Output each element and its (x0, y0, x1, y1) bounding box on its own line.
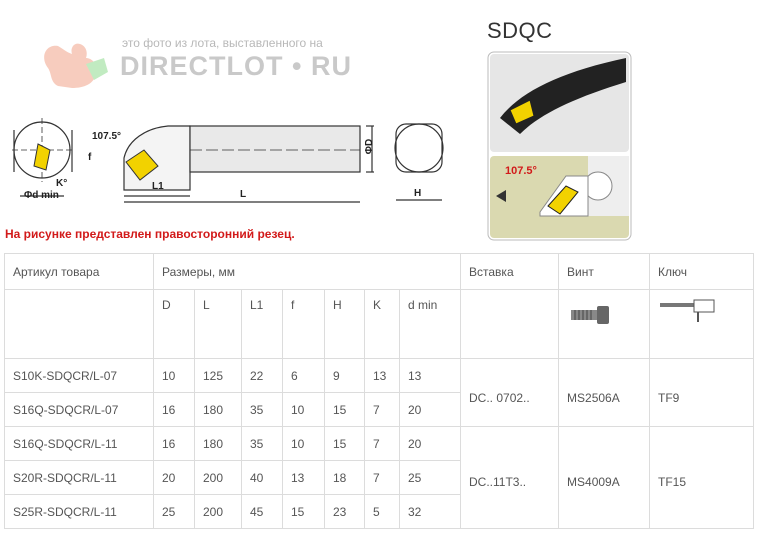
article-link[interactable]: S25R-SDQCR/L-11 (4, 494, 154, 529)
cell-l: 200 (194, 494, 242, 529)
cell-h: 15 (324, 426, 365, 461)
cell-h: 15 (324, 392, 365, 427)
subheader-row: D L L1 f H K d min (4, 289, 755, 359)
insert-link[interactable]: DC..11T3.. (460, 426, 560, 529)
cell-k: 13 (364, 358, 400, 393)
cell-l: 180 (194, 392, 242, 427)
product-photo (487, 51, 632, 241)
subheader-dmin: d min (398, 289, 462, 359)
cell-h: 23 (324, 494, 365, 529)
note-text: На рисунке представлен правосторонний ре… (5, 227, 295, 241)
header-article: Артикул товара (4, 253, 154, 290)
article-link[interactable]: S20R-SDQCR/L-11 (4, 460, 154, 495)
watermark-caption: это фото из лота, выставленного на (122, 36, 323, 50)
cell-l1: 22 (241, 358, 283, 393)
cell-d: 16 (153, 426, 195, 461)
cell-d: 16 (153, 392, 195, 427)
cell-dmin: 13 (398, 358, 462, 393)
screw-link[interactable]: MS4009A (558, 426, 651, 529)
subheader-insert-empty (460, 289, 560, 359)
cell-f: 15 (282, 494, 325, 529)
cell-k: 7 (364, 392, 400, 427)
insert-link[interactable]: DC.. 0702.. (460, 358, 560, 427)
insert-front (33, 143, 51, 171)
cell-l: 180 (194, 426, 242, 461)
header-key: Ключ (649, 253, 755, 290)
article-link[interactable]: S16Q-SDQCR/L-07 (4, 392, 154, 427)
cell-d: 25 (153, 494, 195, 529)
article-link[interactable]: S10K-SDQCR/L-07 (4, 358, 154, 393)
subheader-key-icon-cell (649, 289, 755, 359)
l1-label: L1 (152, 181, 164, 192)
technical-drawing (12, 43, 632, 241)
subheader-d: D (153, 289, 195, 359)
header-row: Артикул товара Размеры, мм Вставка Винт … (4, 253, 755, 290)
photo-title: SDQC (487, 18, 553, 43)
insert-side (125, 149, 159, 181)
k-label: K° (56, 178, 68, 189)
subheader-h: H (324, 289, 365, 359)
screw-link[interactable]: MS2506A (558, 358, 651, 427)
cell-d: 20 (153, 460, 195, 495)
spec-table: Артикул товара Размеры, мм Вставка Винт … (4, 253, 755, 529)
cell-h: 18 (324, 460, 365, 495)
end-view (394, 123, 444, 201)
cell-dmin: 32 (398, 494, 462, 529)
subheader-screw-icon-cell (558, 289, 651, 359)
watermark-logo: DIRECTLOT • RU (120, 51, 352, 81)
cell-f: 10 (282, 426, 325, 461)
cell-dmin: 20 (398, 392, 462, 427)
h-label: H (414, 188, 422, 199)
l-label: L (240, 189, 247, 200)
cell-k: 7 (364, 426, 400, 461)
subheader-l: L (194, 289, 242, 359)
subheader-empty (4, 289, 154, 359)
subheader-f: f (282, 289, 325, 359)
cell-k: 7 (364, 460, 400, 495)
table-row: S25R-SDQCR/L-11 25 200 45 15 23 5 32 (4, 494, 754, 529)
cell-dmin: 20 (398, 426, 462, 461)
key-link[interactable]: TF15 (649, 426, 755, 529)
cell-l1: 35 (241, 426, 283, 461)
cell-l1: 35 (241, 392, 283, 427)
header-screw: Винт (558, 253, 651, 290)
d-label: ΦD (364, 138, 376, 155)
cell-l: 125 (194, 358, 242, 393)
table-row: S16Q-SDQCR/L-11 16 180 35 10 15 7 20 DC.… (4, 426, 755, 529)
cell-f: 10 (282, 392, 325, 427)
cell-f: 13 (282, 460, 325, 495)
photo-angle-label: 107.5° (505, 165, 537, 177)
cell-f: 6 (282, 358, 325, 393)
dmin-label: Φd min (24, 190, 59, 201)
cell-l: 200 (194, 460, 242, 495)
cell-dmin: 25 (398, 460, 462, 495)
article-link[interactable]: S16Q-SDQCR/L-11 (4, 426, 154, 461)
cell-l1: 45 (241, 494, 283, 529)
key-link[interactable]: TF9 (649, 358, 755, 427)
header-sizes: Размеры, мм (152, 253, 462, 290)
screw-icon (571, 306, 610, 324)
f-label: f (88, 152, 92, 163)
header-insert: Вставка (460, 253, 560, 290)
subheader-k: K (364, 289, 400, 359)
angle-label: 107.5° (92, 131, 122, 142)
subheader-l1: L1 (241, 289, 283, 359)
table-row: S10K-SDQCR/L-07 10 125 22 6 9 13 13 DC..… (4, 358, 755, 427)
cell-h: 9 (324, 358, 365, 393)
cell-d: 10 (153, 358, 195, 393)
cell-l1: 40 (241, 460, 283, 495)
torx-key-icon (660, 299, 715, 322)
squirrel-logo-icon (44, 43, 108, 88)
cell-k: 5 (364, 494, 400, 529)
